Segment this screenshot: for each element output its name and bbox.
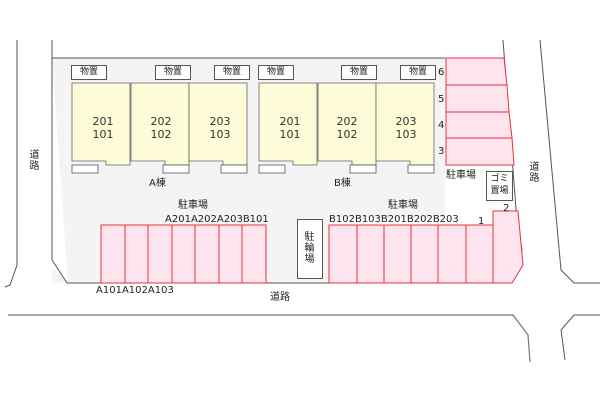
parking-labels-west-bottom: A101A102A103 [96, 285, 174, 296]
parking-space [328, 224, 358, 284]
parking-space-3 [445, 137, 515, 166]
parking-number: A203 [216, 214, 243, 225]
entrance-box [220, 164, 248, 174]
parking-space [492, 210, 524, 284]
parking-number: 5 [438, 94, 445, 105]
building-a [71, 82, 248, 174]
storage-shed: 物置 [258, 65, 294, 80]
parking-number: B102 [329, 214, 355, 225]
parking-number: 2 [503, 203, 510, 214]
parking-label-south: 駐車場 [388, 200, 418, 211]
parking-number: B101 [242, 214, 269, 225]
parking-number: 6 [438, 67, 445, 78]
garbage-area: ゴミ置場 [486, 171, 513, 201]
building-a-label: A棟 [149, 178, 166, 189]
garbage-area-label: ゴミ置場 [490, 174, 509, 196]
parking-space [410, 224, 439, 284]
parking-number: A202 [190, 214, 217, 225]
east-parking-lot [445, 57, 515, 166]
parking-space [124, 224, 149, 284]
parking-space [171, 224, 196, 284]
parking-space [218, 224, 243, 284]
road-label-left: 道路 [29, 150, 40, 172]
parking-number: B202 [406, 214, 433, 225]
parking-space [100, 224, 126, 284]
parking-number: 4 [438, 120, 445, 131]
entrance-box [71, 164, 99, 174]
parking-label-east: 駐車場 [446, 170, 476, 181]
parking-number: A101 [96, 285, 122, 296]
left-road-edge [4, 40, 18, 288]
parking-number: B103 [354, 214, 381, 225]
storage-shed: 物置 [341, 65, 377, 80]
parking-space [383, 224, 412, 284]
storage-shed: 物置 [400, 65, 436, 80]
apartment-unit [71, 82, 131, 166]
bicycle-parking: 駐輪場 [297, 219, 323, 279]
parking-space-6 [445, 57, 508, 86]
parking-number: A103 [147, 285, 174, 296]
parking-number: 3 [438, 146, 445, 157]
parking-space-4 [445, 111, 513, 139]
west-parking-lot [100, 224, 267, 284]
parking-number: 1 [478, 216, 485, 227]
bottom-road-edge-right2 [560, 314, 600, 361]
entrance-box [258, 164, 286, 174]
storage-shed: 物置 [71, 65, 107, 80]
storage-shed: 物置 [155, 65, 191, 80]
south-parking-lot [328, 210, 524, 284]
bottom-road-edge-top [8, 314, 531, 363]
apartment-unit [258, 82, 318, 166]
parking-space [194, 224, 220, 284]
bottom-road-edge-right [539, 39, 600, 284]
storage-shed: 物置 [214, 65, 250, 80]
parking-number: A201 [165, 214, 191, 225]
building-b-label: B棟 [334, 178, 351, 189]
parking-number: B203 [432, 214, 459, 225]
parking-number: A102 [121, 285, 148, 296]
parking-space [356, 224, 385, 284]
parking-space [241, 224, 267, 284]
entrance-box [407, 164, 435, 174]
parking-label-west: 駐車場 [178, 200, 208, 211]
parking-space-5 [445, 84, 510, 113]
parking-space [437, 224, 467, 284]
bicycle-parking-label: 駐輪場 [304, 232, 315, 265]
parking-labels-south: B102B103B201B202B203 [329, 214, 459, 225]
parking-number: B201 [380, 214, 407, 225]
parking-space [465, 224, 494, 284]
parking-labels-west-top: A201A202A203B101 [165, 214, 269, 225]
road-label-bottom: 道路 [270, 292, 290, 303]
road-label-right: 道路 [529, 162, 540, 184]
entrance-box [162, 164, 190, 174]
parking-space [147, 224, 173, 284]
building-b [258, 82, 435, 174]
entrance-box [349, 164, 377, 174]
